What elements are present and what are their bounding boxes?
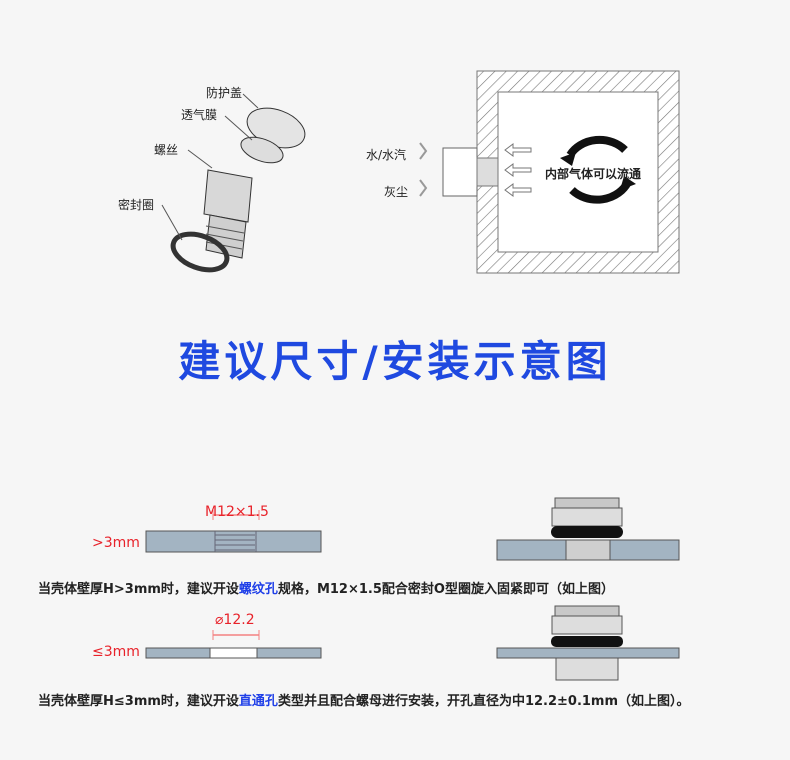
note-text: 类型并且配合螺母进行安装，开孔直径为中12.2±0.1mm（如上图）。 (277, 694, 690, 709)
note-highlight: 螺纹孔 (238, 582, 278, 597)
thread-spec-label: M12×1.5 (205, 504, 269, 520)
threaded-hole-plate (145, 510, 322, 553)
installed-vent-thick-wall (496, 497, 680, 561)
note-text: 当壳体壁厚H>3mm时，建议开设 (38, 582, 239, 597)
installed-vent-thin-wall (496, 605, 680, 681)
note-thick-wall: 当壳体壁厚H>3mm时，建议开设螺纹孔规格，M12×1.5配合密封O型圈旋入固紧… (38, 578, 614, 597)
label-membrane: 透气膜 (181, 108, 218, 122)
note-highlight: 直通孔 (238, 694, 278, 709)
through-hole-plate (145, 630, 322, 659)
page-title: 建议尺寸/安装示意图 (178, 337, 612, 386)
label-thread: 螺丝 (154, 143, 179, 157)
label-dust: 灰尘 (384, 185, 409, 199)
exploded-vent-drawing (161, 93, 306, 273)
note-text: 当壳体壁厚H≤3mm时，建议开设 (38, 694, 239, 709)
label-cap: 防护盖 (206, 86, 243, 100)
label-water: 水/水汽 (366, 148, 407, 162)
thickness-label-thick: >3mm (92, 535, 140, 551)
enclosure-drawing (419, 70, 680, 274)
hole-diameter-label: ⌀12.2 (215, 612, 255, 628)
label-seal: 密封圈 (118, 198, 155, 212)
thickness-label-thin: ≤3mm (92, 644, 140, 660)
note-text: 规格，M12×1.5配合密封O型圈旋入固紧即可（如上图） (277, 582, 614, 597)
note-thin-wall: 当壳体壁厚H≤3mm时，建议开设直通孔类型并且配合螺母进行安装，开孔直径为中12… (38, 690, 690, 709)
label-internal-flow: 内部气体可以流通 (545, 167, 642, 181)
